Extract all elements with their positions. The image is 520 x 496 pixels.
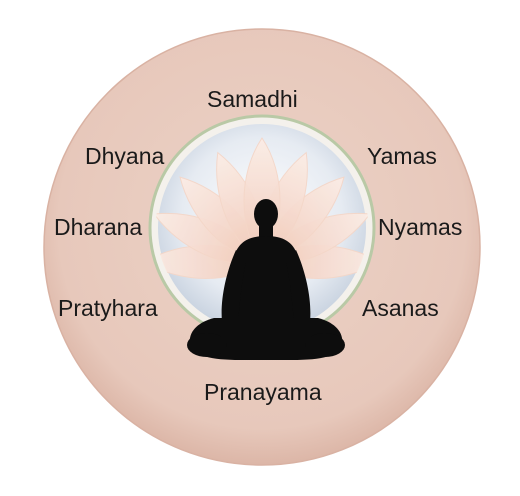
stage-label-yamas: Yamas xyxy=(367,143,437,169)
stage-label-dhyana: Dhyana xyxy=(85,143,165,169)
stage-label-nyamas: Nyamas xyxy=(378,214,463,240)
stage-label-pranayama: Pranayama xyxy=(204,379,322,405)
stage-label-samadhi: Samadhi xyxy=(207,86,298,112)
stage-label-dharana: Dharana xyxy=(54,214,143,240)
stage-label-pratyhara: Pratyhara xyxy=(58,295,158,321)
meditating-figure-icon xyxy=(187,199,345,360)
stage-label-asanas: Asanas xyxy=(362,295,439,321)
